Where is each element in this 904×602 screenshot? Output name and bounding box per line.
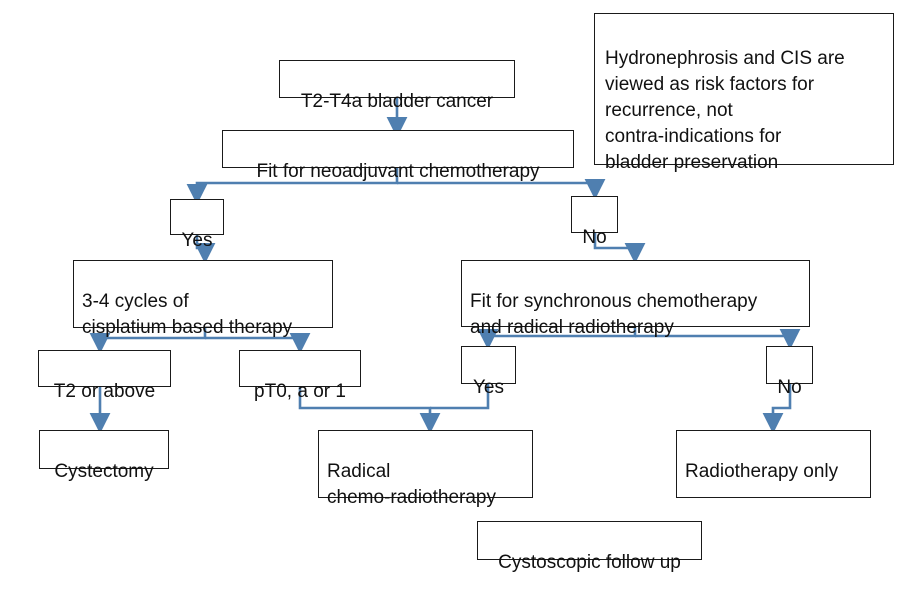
- node-t2-or-above-label: T2 or above: [53, 381, 156, 402]
- node-radiotherapy-only-label: Radiotherapy only: [685, 461, 839, 482]
- note-text: Hydronephrosis and CIS are viewed as ris…: [605, 48, 845, 173]
- node-cisplatin-label: 3-4 cycles of cisplatium based therapy: [82, 291, 293, 338]
- edge-no2-to-radio: [762, 384, 792, 434]
- node-radical-chemo: Radical chemo-radiotherapy: [318, 430, 533, 508]
- connectors-layer: [89, 98, 801, 434]
- node-t2-or-above: T2 or above: [38, 350, 171, 402]
- node-pt0-label: pT0, a or 1: [254, 381, 346, 402]
- edge-fitsync-to-no: [635, 329, 801, 350]
- node-yes-neoadjuvant: Yes: [170, 199, 224, 251]
- node-fit-synchronous-label: Fit for synchronous chemotherapy and rad…: [470, 291, 758, 338]
- edge-cisplatin-to-t2: [89, 328, 207, 354]
- edge-fitsync-to-yes: [477, 327, 637, 350]
- node-cystectomy-label: Cystectomy: [54, 461, 154, 482]
- node-radiotherapy-only: Radiotherapy only: [676, 430, 871, 498]
- edge-no-to-fitsync: [593, 233, 646, 264]
- node-yes-neoadjuvant-label: Yes: [181, 230, 213, 251]
- node-cystoscopic-followup: Cystoscopic follow up: [477, 521, 702, 573]
- node-radical-chemo-label: Radical chemo-radiotherapy: [327, 461, 496, 508]
- node-fit-neoadjuvant: Fit for neoadjuvant chemotherapy: [222, 130, 574, 182]
- edge-cisplatin-to-pt0: [205, 333, 311, 354]
- node-no-neoadjuvant-label: No: [582, 227, 607, 248]
- node-no-neoadjuvant: No: [571, 196, 618, 248]
- note-box: Hydronephrosis and CIS are viewed as ris…: [594, 13, 894, 173]
- edge-yes2-to-radical: [430, 384, 490, 410]
- node-no-synchronous: No: [766, 346, 813, 398]
- node-cisplatin: 3-4 cycles of cisplatium based therapy: [73, 260, 333, 338]
- node-start: T2-T4a bladder cancer: [279, 60, 515, 112]
- node-fit-neoadjuvant-label: Fit for neoadjuvant chemotherapy: [256, 161, 540, 182]
- edge-fit-to-no: [397, 179, 606, 200]
- node-yes-synchronous-label: Yes: [473, 377, 504, 398]
- node-yes-synchronous: Yes: [461, 346, 516, 398]
- node-cystectomy: Cystectomy: [39, 430, 169, 482]
- edge-fit-to-yes: [186, 168, 399, 205]
- node-start-label: T2-T4a bladder cancer: [300, 91, 494, 112]
- edge-yes-to-cisplatin: [194, 235, 216, 264]
- node-no-synchronous-label: No: [777, 377, 802, 398]
- node-cystoscopic-followup-label: Cystoscopic follow up: [498, 552, 681, 573]
- node-pt0: pT0, a or 1: [239, 350, 361, 402]
- edge-pt0-to-radical: [298, 387, 441, 434]
- node-fit-synchronous: Fit for synchronous chemotherapy and rad…: [461, 260, 810, 338]
